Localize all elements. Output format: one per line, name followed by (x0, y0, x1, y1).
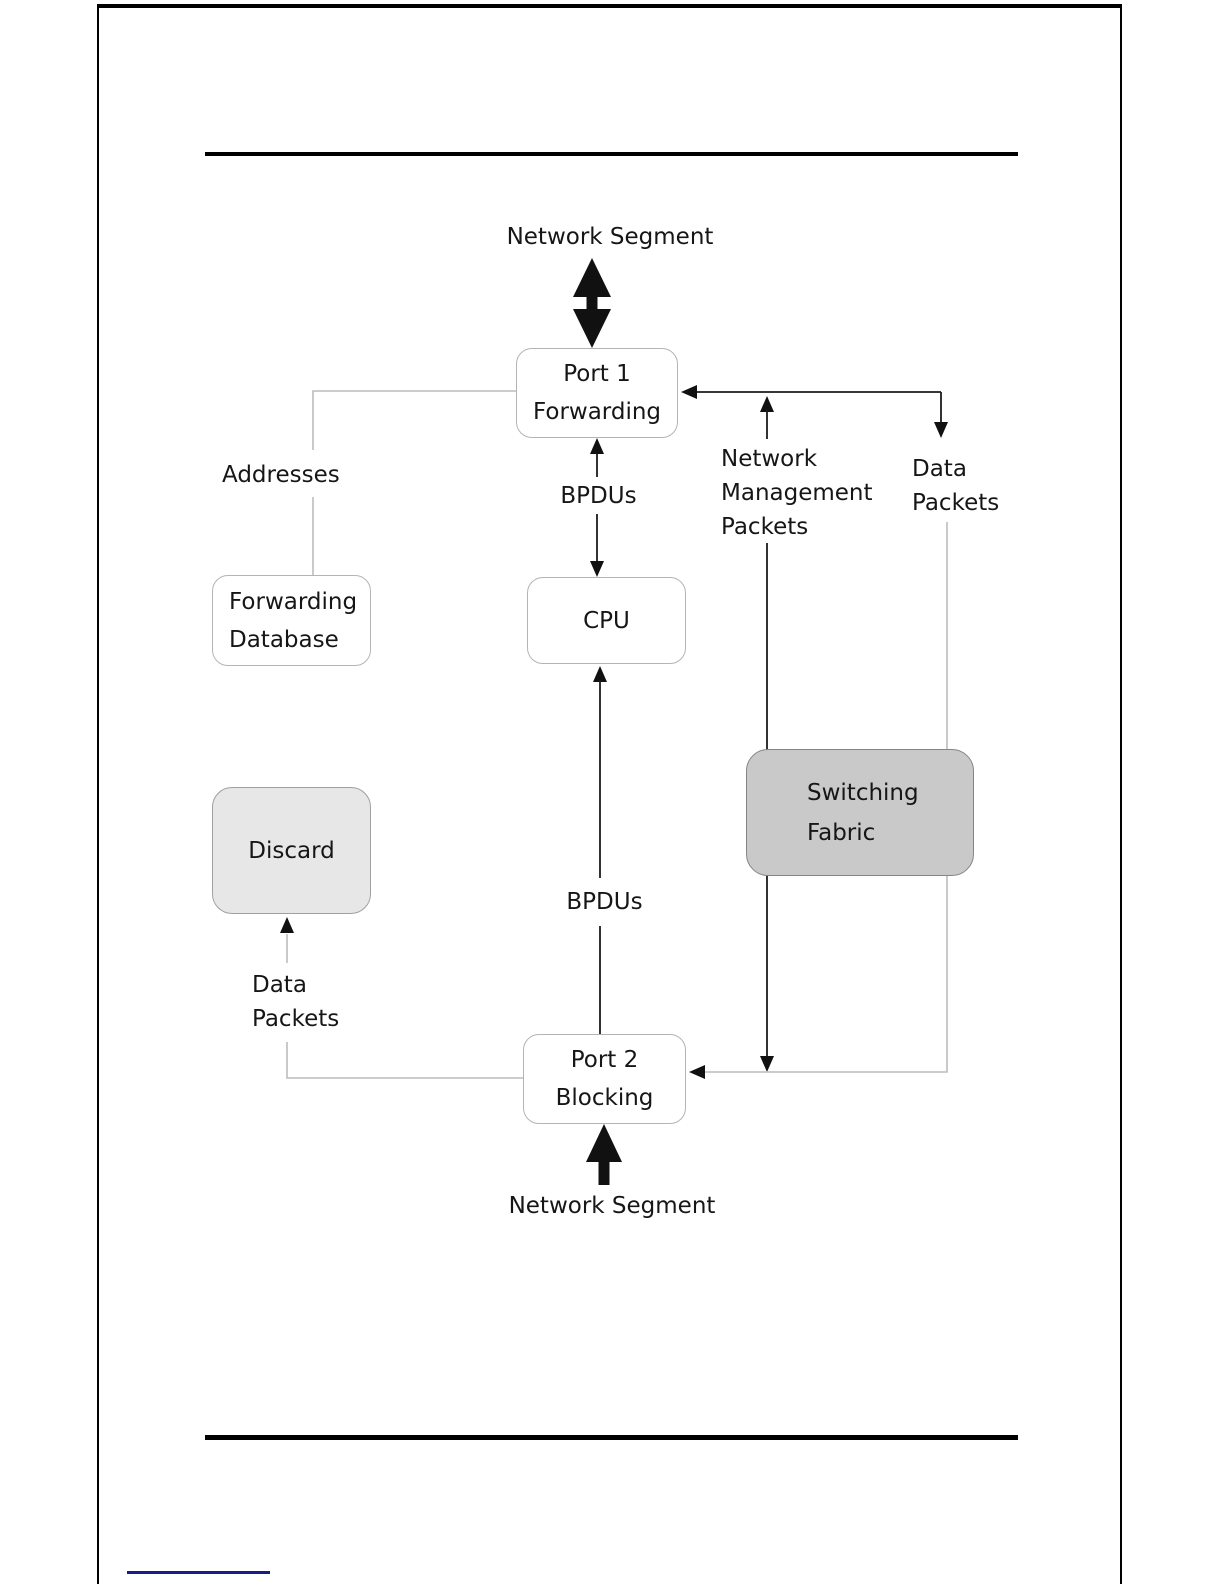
node-port2-line2: Blocking (555, 1085, 654, 1111)
arrow-bpdus-port1-cpu (590, 438, 604, 577)
line-addresses-to-forwarding-database (312, 390, 516, 575)
label-dp-left-line1: Data (252, 972, 307, 998)
top-horizontal-rule (205, 152, 1018, 156)
node-discard-label: Discard (248, 837, 335, 864)
label-nmp-line1: Network (721, 446, 818, 472)
node-fdb-line1: Forwarding (229, 588, 358, 615)
node-discard: Discard (212, 787, 371, 914)
node-switching-fabric: Switching Fabric (746, 749, 974, 876)
node-port1-line1: Port 1 (563, 361, 631, 387)
page-border (97, 4, 1122, 1584)
node-fabric-line1: Switching (807, 779, 919, 806)
label-network-segment-bottom: Network Segment (508, 1193, 716, 1219)
arrow-network-segment-port2 (586, 1124, 622, 1185)
arrow-network-segment-port1 (573, 258, 611, 348)
node-cpu-label: CPU (583, 607, 630, 634)
label-bpdus-top: BPDUs (560, 483, 637, 509)
node-port2-blocking: Port 2 Blocking (523, 1034, 686, 1124)
label-nmp-line3: Packets (721, 514, 809, 540)
node-port2-line1: Port 2 (570, 1047, 639, 1073)
label-dp-right-line2: Packets (912, 490, 1000, 516)
label-nmp-line2: Management (721, 480, 873, 506)
node-port1-line2: Forwarding (532, 399, 662, 425)
label-data-packets-left: Data Packets (252, 968, 339, 1036)
label-addresses: Addresses (222, 462, 340, 488)
label-dp-right-line1: Data (912, 456, 967, 482)
node-fdb-line2: Database (229, 626, 339, 653)
node-port1-forwarding: Port 1 Forwarding (516, 348, 678, 438)
label-bpdus-bottom: BPDUs (566, 889, 643, 915)
arrow-data-packets-to-port2 (689, 522, 948, 1079)
node-cpu: CPU (527, 577, 686, 664)
label-dp-left-line2: Packets (252, 1006, 340, 1032)
node-fabric-line2: Fabric (807, 819, 876, 846)
label-network-segment-top: Network Segment (506, 224, 714, 250)
node-forwarding-database: Forwarding Database (212, 575, 371, 666)
label-data-packets-right: Data Packets (912, 452, 999, 520)
arrow-data-packets-to-port1 (681, 385, 948, 438)
bottom-horizontal-rule (205, 1435, 1018, 1440)
footer-link-underline[interactable] (127, 1571, 270, 1574)
arrow-data-packets-port2-discard (280, 917, 523, 1079)
arrow-bpdus-port2-cpu (593, 666, 607, 1034)
label-network-management-packets: Network Management Packets (721, 442, 873, 544)
